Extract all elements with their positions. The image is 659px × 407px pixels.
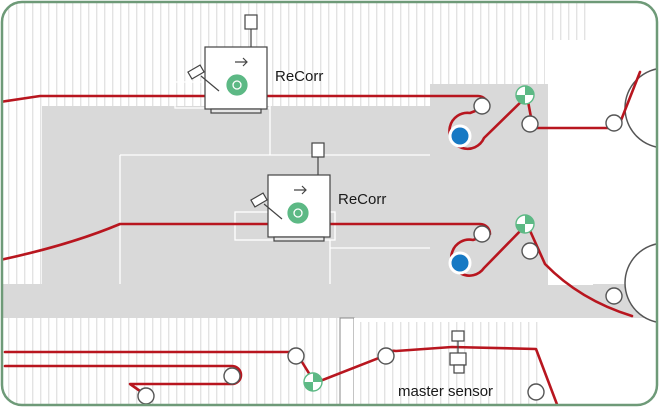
- idler-rollers: [137, 97, 623, 405]
- roller: [377, 347, 395, 365]
- driven-roller-icon: [448, 124, 472, 148]
- unwind-reel-lower: [624, 242, 657, 324]
- encoder-wheel-icon: [515, 214, 535, 234]
- floor-area: [2, 84, 657, 318]
- roller: [473, 97, 491, 115]
- roller: [287, 347, 305, 365]
- roller: [605, 114, 623, 132]
- roller: [473, 225, 491, 243]
- recorr-label-lower: ReCorr: [338, 191, 387, 208]
- encoder-wheel-icon: [303, 372, 323, 392]
- right-wall: [548, 40, 593, 285]
- roller: [223, 367, 241, 385]
- roller: [137, 387, 155, 405]
- driven-roller-icon: [448, 251, 472, 275]
- roller: [521, 242, 539, 260]
- roller: [527, 383, 545, 401]
- master-sensor-label: master sensor: [398, 383, 494, 400]
- roller: [521, 115, 539, 133]
- encoder-wheel-icon: [515, 85, 535, 105]
- roller: [605, 287, 623, 305]
- master-sensor-icon: [449, 330, 467, 374]
- recorr-unit-lower-icon: [250, 142, 331, 242]
- recorr-unit-upper-icon: [187, 14, 268, 114]
- recorr-label-upper: ReCorr: [275, 68, 324, 85]
